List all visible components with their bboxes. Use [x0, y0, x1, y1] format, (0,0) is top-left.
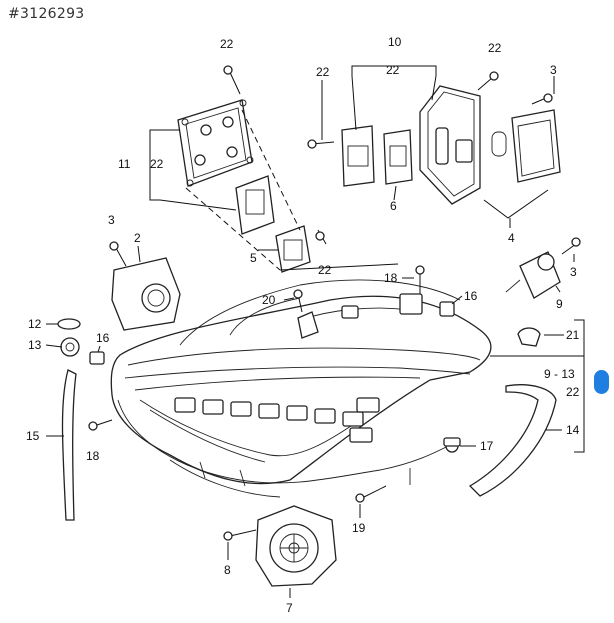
headlamp-housing: [110, 279, 492, 498]
screws: [88, 65, 581, 541]
callout-10-22: 22: [386, 63, 400, 77]
ballast-unit-2: [111, 257, 181, 331]
callout-11-22: 22: [150, 157, 164, 171]
callout-labels: 22 10 22 22 22 3 11 22 6 4 3 2 5 22 18 3…: [26, 35, 580, 615]
document-id: #3126293: [8, 6, 85, 22]
callout-22-right: 22: [566, 385, 580, 399]
led-modules: [174, 397, 380, 443]
bulb-holder-13: [60, 337, 80, 357]
connector-5: [275, 225, 311, 273]
bracket-17: [443, 437, 461, 453]
selection-marker[interactable]: [594, 370, 609, 394]
callout-13: 13: [28, 338, 42, 352]
side-frame: [419, 85, 481, 205]
trim-strip-14: [468, 384, 557, 497]
callout-17: 17: [480, 439, 494, 453]
callout-20: 20: [262, 293, 276, 307]
elbow-21: [517, 327, 541, 347]
callout-15: 15: [26, 429, 40, 443]
socket-unit-10: [341, 125, 375, 187]
actuator-9: [505, 251, 561, 299]
callout-6: 6: [390, 199, 397, 213]
callout-22-left-bracket: 22: [316, 65, 330, 79]
callout-12: 12: [28, 317, 42, 331]
callout-8: 8: [224, 563, 231, 577]
callout-22-top: 22: [220, 37, 234, 51]
module-plate: [235, 175, 275, 235]
callout-18-top: 18: [384, 271, 398, 285]
socket-unit-6: [383, 129, 413, 185]
callout-9: 9: [556, 297, 563, 311]
clip-16-left: [89, 351, 105, 365]
callout-22-right-top: 22: [488, 41, 502, 55]
callout-16-left: 16: [96, 331, 110, 345]
callout-16-top: 16: [464, 289, 478, 303]
callout-22-mid: 22: [318, 263, 332, 277]
clip-16-right: [439, 301, 455, 317]
control-unit-bracket: [177, 99, 254, 187]
callout-5: 5: [250, 251, 257, 265]
callout-4: 4: [508, 231, 515, 245]
callout-19: 19: [352, 521, 366, 535]
control-box-4: [491, 109, 561, 183]
seal-ring-12: [57, 318, 81, 330]
callout-9-13: 9 - 13: [544, 367, 575, 381]
seal-strip-15: [61, 369, 77, 521]
callout-2: 2: [134, 231, 141, 245]
callout-3-top: 3: [550, 63, 557, 77]
callout-18-bottom: 18: [86, 449, 100, 463]
callout-21: 21: [566, 328, 580, 342]
leader-lines: [45, 65, 585, 598]
callout-3-left: 3: [108, 213, 115, 227]
callout-7: 7: [286, 601, 293, 615]
callout-10: 10: [388, 35, 402, 49]
fan-unit-7: [255, 505, 337, 587]
callout-3-right: 3: [570, 265, 577, 279]
callout-14: 14: [566, 423, 580, 437]
callout-11: 11: [118, 157, 131, 171]
